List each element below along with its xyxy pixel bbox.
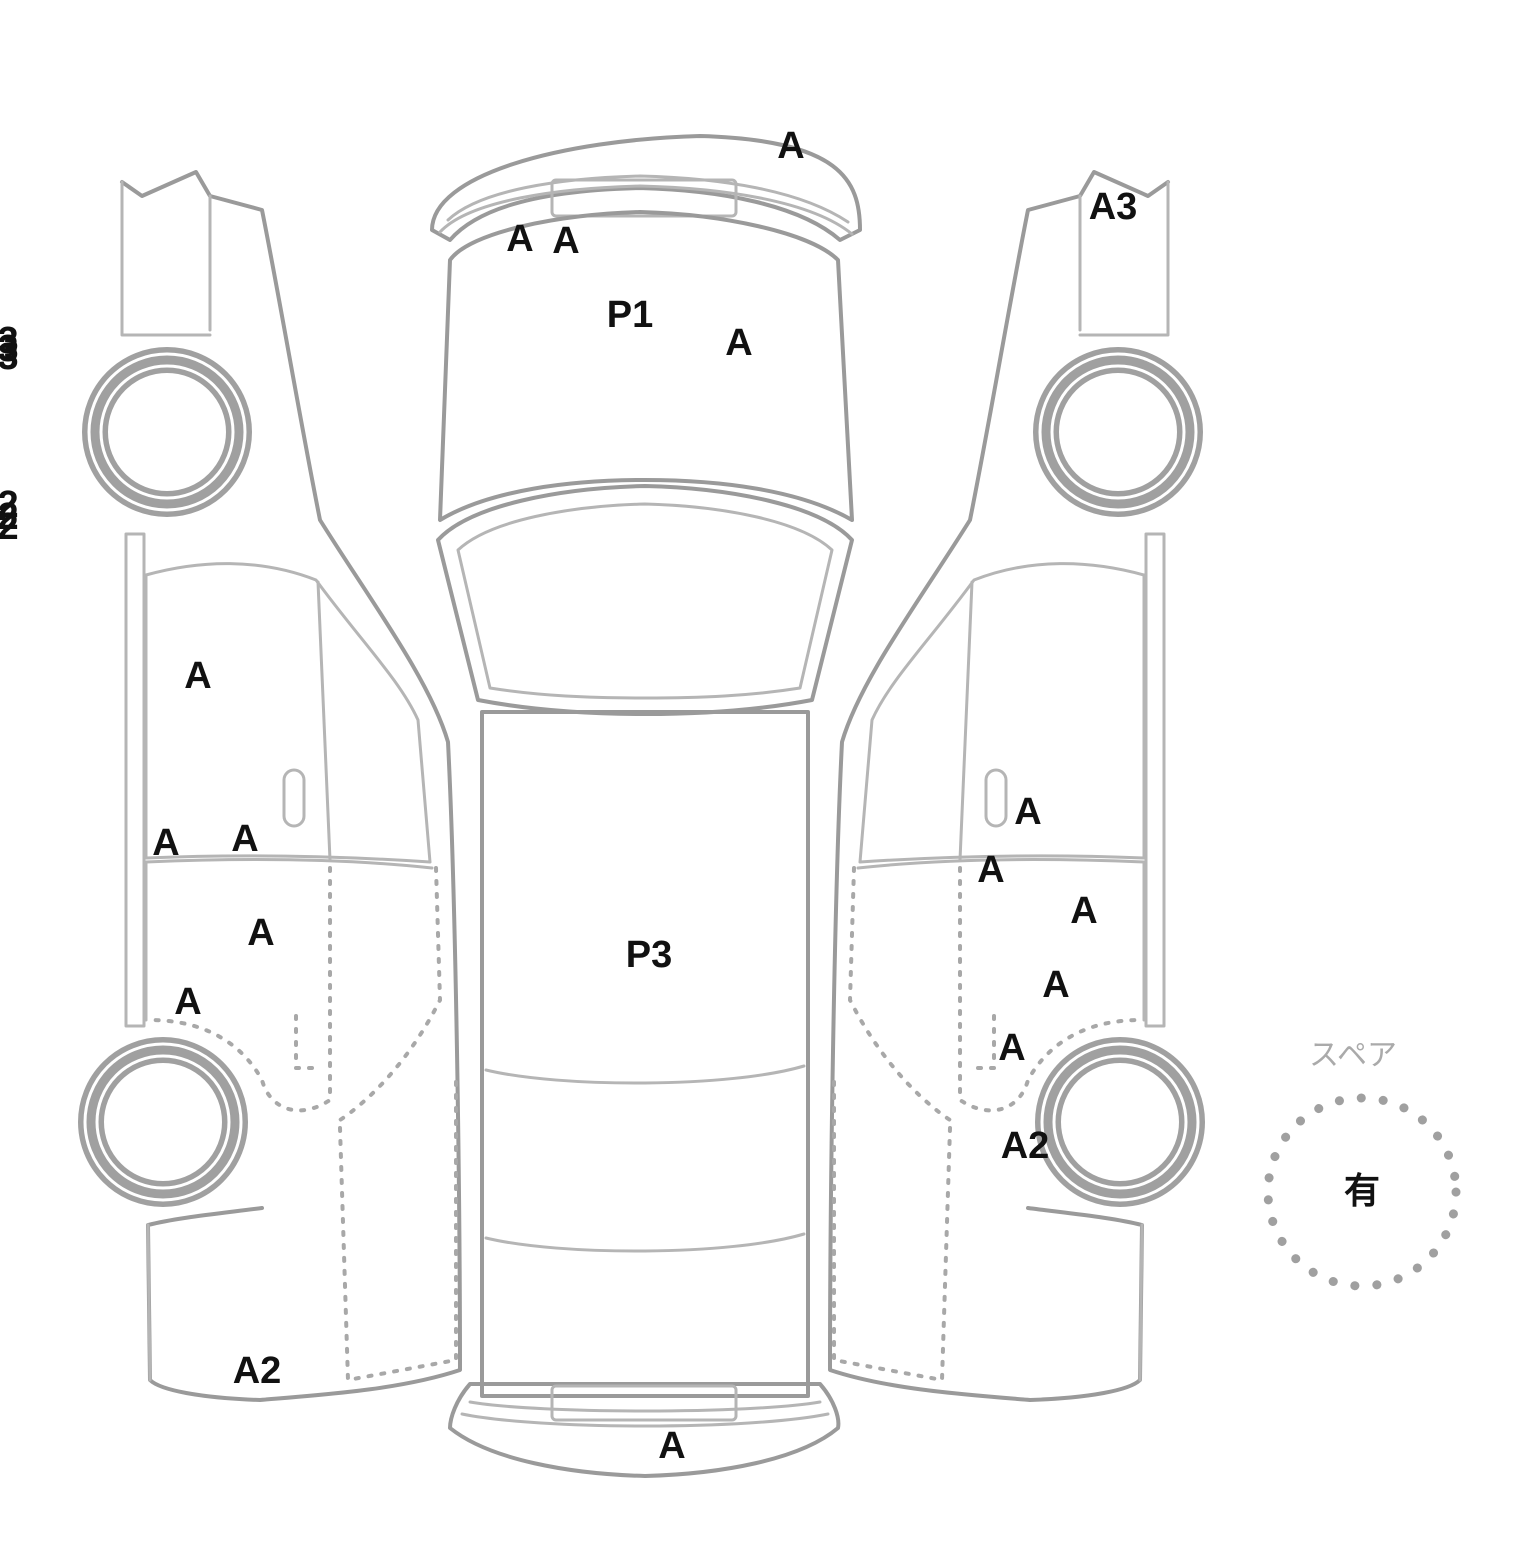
edge-mark-upper: A3 bbox=[0, 336, 19, 378]
damage-mark-left-rocker-front: A bbox=[152, 822, 180, 864]
damage-mark-hood: P1 bbox=[606, 294, 654, 336]
spare-value: 有 bbox=[1343, 1171, 1381, 1212]
damage-mark-left-rear-quarter: A2 bbox=[232, 1350, 282, 1392]
edge-mark-lower: A2 bbox=[0, 496, 19, 538]
left-side-body bbox=[120, 170, 462, 1402]
damage-mark-right-rear-quarter: A2 bbox=[1000, 1125, 1050, 1167]
rear-bumper bbox=[448, 1382, 841, 1478]
damage-mark-front-grille-right: A bbox=[552, 220, 580, 262]
left-rear-tire bbox=[78, 1037, 248, 1207]
edge-mark-upper: A3 bbox=[0, 328, 19, 370]
edge-mark-lower: A2 bbox=[0, 484, 19, 526]
front-bumper bbox=[430, 134, 862, 242]
damage-mark-left-front-door: A bbox=[184, 655, 212, 697]
damage-mark-left-rear-door-low: A bbox=[174, 981, 202, 1023]
right-front-tire bbox=[1033, 347, 1203, 517]
damage-mark-right-rear-door: A bbox=[1070, 890, 1098, 932]
roof bbox=[480, 710, 810, 1398]
spare-tire-icon bbox=[1263, 1093, 1461, 1291]
hood bbox=[438, 210, 854, 522]
edge-mark-upper: A3 bbox=[0, 320, 19, 362]
damage-mark-right-front-door-handle: A bbox=[1014, 791, 1042, 833]
damage-mark-right-rear-wheel-arch: A bbox=[998, 1027, 1026, 1069]
windshield bbox=[436, 484, 854, 716]
damage-mark-right-rocker: A bbox=[977, 849, 1005, 891]
right-side-body bbox=[828, 170, 1170, 1402]
damage-mark-right-front-fender: A3 bbox=[1088, 186, 1138, 228]
left-front-tire bbox=[82, 347, 252, 517]
spare-label: スペア bbox=[1309, 1038, 1397, 1073]
damage-mark-hood-right: A bbox=[725, 322, 753, 364]
edge-mark-lower: A2 bbox=[0, 506, 19, 548]
damage-mark-roof: P3 bbox=[625, 934, 673, 976]
damage-mark-right-rear-door-low: A bbox=[1042, 964, 1070, 1006]
damage-mark-left-rocker-mid: A bbox=[231, 818, 259, 860]
damage-mark-left-rear-door: A bbox=[247, 912, 275, 954]
damage-mark-front-bumper-top: A bbox=[777, 125, 805, 167]
right-rear-tire bbox=[1035, 1037, 1205, 1207]
damage-mark-front-grille-left: A bbox=[506, 218, 534, 260]
damage-mark-rear-bumper: A bbox=[658, 1425, 686, 1467]
